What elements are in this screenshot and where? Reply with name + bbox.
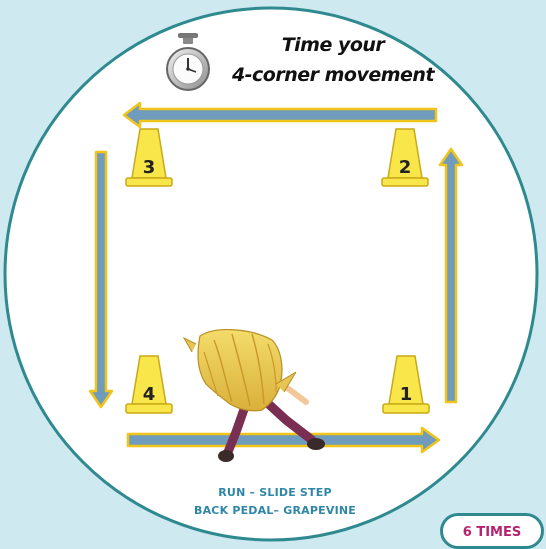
cone-4-number: 4 (143, 384, 156, 405)
repeat-badge-label: 6 TIMES (443, 525, 541, 540)
movement-line-1: RUN – SLIDE STEP (150, 486, 400, 499)
cone-2-number: 2 (399, 157, 412, 178)
cone-3-number: 3 (143, 157, 156, 178)
heading-line-1: Time your (228, 34, 438, 56)
cone-1-number: 1 (400, 384, 413, 405)
movement-line-2: BACK PEDAL– GRAPEVINE (150, 504, 400, 517)
repeat-badge: 6 TIMES (440, 513, 544, 549)
heading-line-2: 4-corner movement (228, 64, 438, 86)
